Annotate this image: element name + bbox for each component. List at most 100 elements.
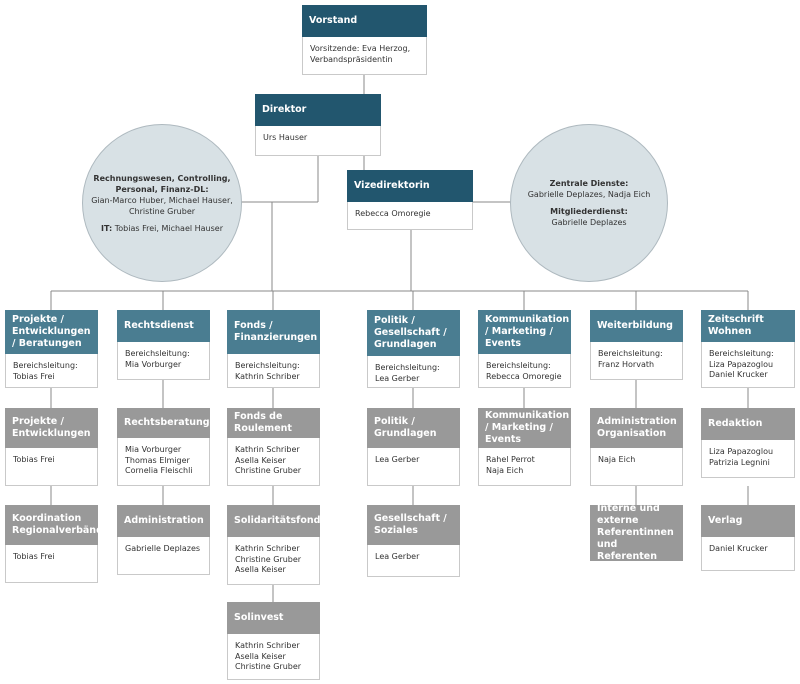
node-title: Weiterbildung [590,310,683,342]
node-title: Solidaritätsfonds [227,505,326,537]
node-politik-bereich[interactable]: Politik / Gesellschaft / Grundlagen Bere… [367,310,460,388]
node-koordination-regionalverbaende[interactable]: Koordination Regionalverbände Tobias Fre… [5,505,109,583]
node-direktor-line: Urs Hauser [263,133,308,142]
node-body: Naja Eich [590,448,683,486]
node-line: Patrizia Legnini [709,457,770,467]
node-line: Naja Eich [486,465,524,475]
node-referentinnen[interactable]: Interne und externe Referentinnen und Re… [590,503,683,562]
circle-left-it-names: Tobias Frei, Michael Hauser [112,223,223,233]
node-solinvest[interactable]: Solinvest Kathrin Schriber Asella Keiser… [227,602,320,680]
node-weiterbildung-bereich[interactable]: Weiterbildung Bereichsleitung: Franz Hor… [590,310,683,380]
circle-left-heading-line: Rechnungswesen, Controlling, [93,173,231,183]
circle-right-heading: Zentrale Dienste: [549,179,629,188]
circle-left-names: Gian-Marco Huber, Michael Hauser, Christ… [91,195,233,217]
node-vizedirektorin[interactable]: Vizedirektorin Rebecca Omoregie [347,170,473,230]
node-line: Liza Papazoglou [709,359,774,369]
node-body: Bereichsleitung: Lea Gerber [367,356,460,388]
node-title: Zeitschrift Wohnen [701,310,795,342]
node-kommunikation-team[interactable]: Kommunikation / Marketing / Events Rahel… [478,408,571,486]
node-zeitschrift-bereich[interactable]: Zeitschrift Wohnen Bereichsleitung: Liza… [701,310,795,388]
node-line: Christine Gruber [235,466,302,475]
node-line: Lea Gerber [375,552,420,561]
node-line: Asella Keiser [235,455,286,465]
node-line: Gabrielle Deplazes [125,544,201,553]
node-title: Fonds / Finanzierungen [227,310,320,354]
node-line: Kathrin Schriber [235,641,300,650]
node-line: Kathrin Schriber [235,445,300,454]
node-line: Bereichsleitung: [375,363,440,372]
node-body: Tobias Frei [5,448,98,486]
node-body: Kathrin Schriber Christine Gruber Asella… [227,537,320,585]
circle-right-names: Gabrielle Deplazes, Nadja Eich [527,190,651,199]
node-title: Rechtsberatungen [117,408,223,438]
node-line: Bereichsleitung: [598,349,663,358]
node-rechtsdienst-bereich[interactable]: Rechtsdienst Bereichsleitung: Mia Vorbur… [117,310,210,380]
node-title: Administration Organisation [590,408,683,448]
node-line: Thomas Elmiger [125,455,190,465]
node-rechtsberatungen[interactable]: Rechtsberatungen Mia Vorburger Thomas El… [117,408,223,486]
node-line: Naja Eich [598,455,636,464]
node-direktor-title: Direktor [255,94,381,126]
circle-left-names-line: Christine Gruber [128,206,196,216]
node-redaktion[interactable]: Redaktion Liza Papazoglou Patrizia Legni… [701,408,795,478]
node-title: Politik / Gesellschaft / Grundlagen [367,310,460,356]
node-direktor[interactable]: Direktor Urs Hauser [255,94,381,156]
node-line: Kathrin Schriber [235,371,300,381]
node-title: Interne und externe Referentinnen und Re… [590,503,683,562]
circle-left-it: IT: Tobias Frei, Michael Hauser [101,223,223,234]
node-title: Fonds de Roulement [227,408,320,438]
node-line: Bereichsleitung: [486,361,551,370]
node-title: Projekte / Entwicklungen [5,408,98,448]
node-line: Tobias Frei [13,552,55,561]
node-line: Daniel Krucker [709,544,768,553]
circle-right-names: Gabrielle Deplazes [551,218,627,227]
node-line: Franz Horvath [598,359,655,369]
node-vorstand-line: Vorsitzende: Eva Herzog, [310,44,411,53]
node-title: Solinvest [227,602,320,634]
node-body: Rahel Perrot Naja Eich [478,448,571,486]
node-vorstand-line: Verbandspräsidentin [310,54,393,64]
node-vizedirektorin-line: Rebecca Omoregie [355,209,431,218]
node-politik-grundlagen[interactable]: Politik / Grundlagen Lea Gerber [367,408,460,486]
node-title: Redaktion [701,408,795,440]
circle-left-names-line: Gian-Marco Huber, Michael Hauser, [91,195,233,205]
node-title: Kommunikation / Marketing / Events [478,408,571,448]
node-solidaritaetsfonds[interactable]: Solidaritätsfonds Kathrin Schriber Chris… [227,505,326,585]
node-direktor-body: Urs Hauser [255,126,381,156]
node-line: Lea Gerber [375,373,420,383]
circle-left-it-label: IT: [101,223,113,233]
node-line: Christine Gruber [235,662,302,671]
node-line: Lea Gerber [375,455,420,464]
node-fonds-bereich[interactable]: Fonds / Finanzierungen Bereichsleitung: … [227,310,320,388]
node-vorstand-body: Vorsitzende: Eva Herzog, Verbandspräside… [302,37,427,75]
node-line: Kathrin Schriber [235,544,300,553]
node-vorstand-title: Vorstand [302,5,427,37]
node-line: Asella Keiser [235,651,286,661]
node-administration-recht[interactable]: Administration Gabrielle Deplazes [117,505,210,575]
node-line: Tobias Frei [13,371,55,381]
node-body: Bereichsleitung: Mia Vorburger [117,342,210,380]
node-fonds-de-roulement[interactable]: Fonds de Roulement Kathrin Schriber Asel… [227,408,320,486]
node-verlag[interactable]: Verlag Daniel Krucker [701,505,795,571]
node-title: Politik / Grundlagen [367,408,460,448]
node-line: Christine Gruber [235,554,302,564]
node-kommunikation-bereich[interactable]: Kommunikation / Marketing / Events Berei… [478,310,571,388]
node-title: Koordination Regionalverbände [5,505,109,545]
node-body: Bereichsleitung: Rebecca Omoregie [478,354,571,388]
node-body: Bereichsleitung: Franz Horvath [590,342,683,380]
node-body: Tobias Frei [5,545,98,583]
node-line: Rahel Perrot [486,455,535,464]
node-line: Bereichsleitung: [13,361,78,370]
node-line: Mia Vorburger [125,359,182,369]
node-body: Mia Vorburger Thomas Elmiger Cornelia Fl… [117,438,210,486]
node-administration-organisation[interactable]: Administration Organisation Naja Eich [590,408,683,486]
node-vorstand[interactable]: Vorstand Vorsitzende: Eva Herzog, Verban… [302,5,427,75]
node-projekte-bereich[interactable]: Projekte / Entwicklungen / Beratungen Be… [5,310,98,388]
node-body: Bereichsleitung: Tobias Frei [5,354,98,388]
node-body: Gabrielle Deplazes [117,537,210,575]
node-projekte-entwicklungen[interactable]: Projekte / Entwicklungen Tobias Frei [5,408,98,486]
node-line: Liza Papazoglou [709,447,774,456]
node-vizedirektorin-title: Vizedirektorin [347,170,473,202]
node-gesellschaft-soziales[interactable]: Gesellschaft / Soziales Lea Gerber [367,505,460,577]
node-line: Daniel Krucker [709,370,768,379]
